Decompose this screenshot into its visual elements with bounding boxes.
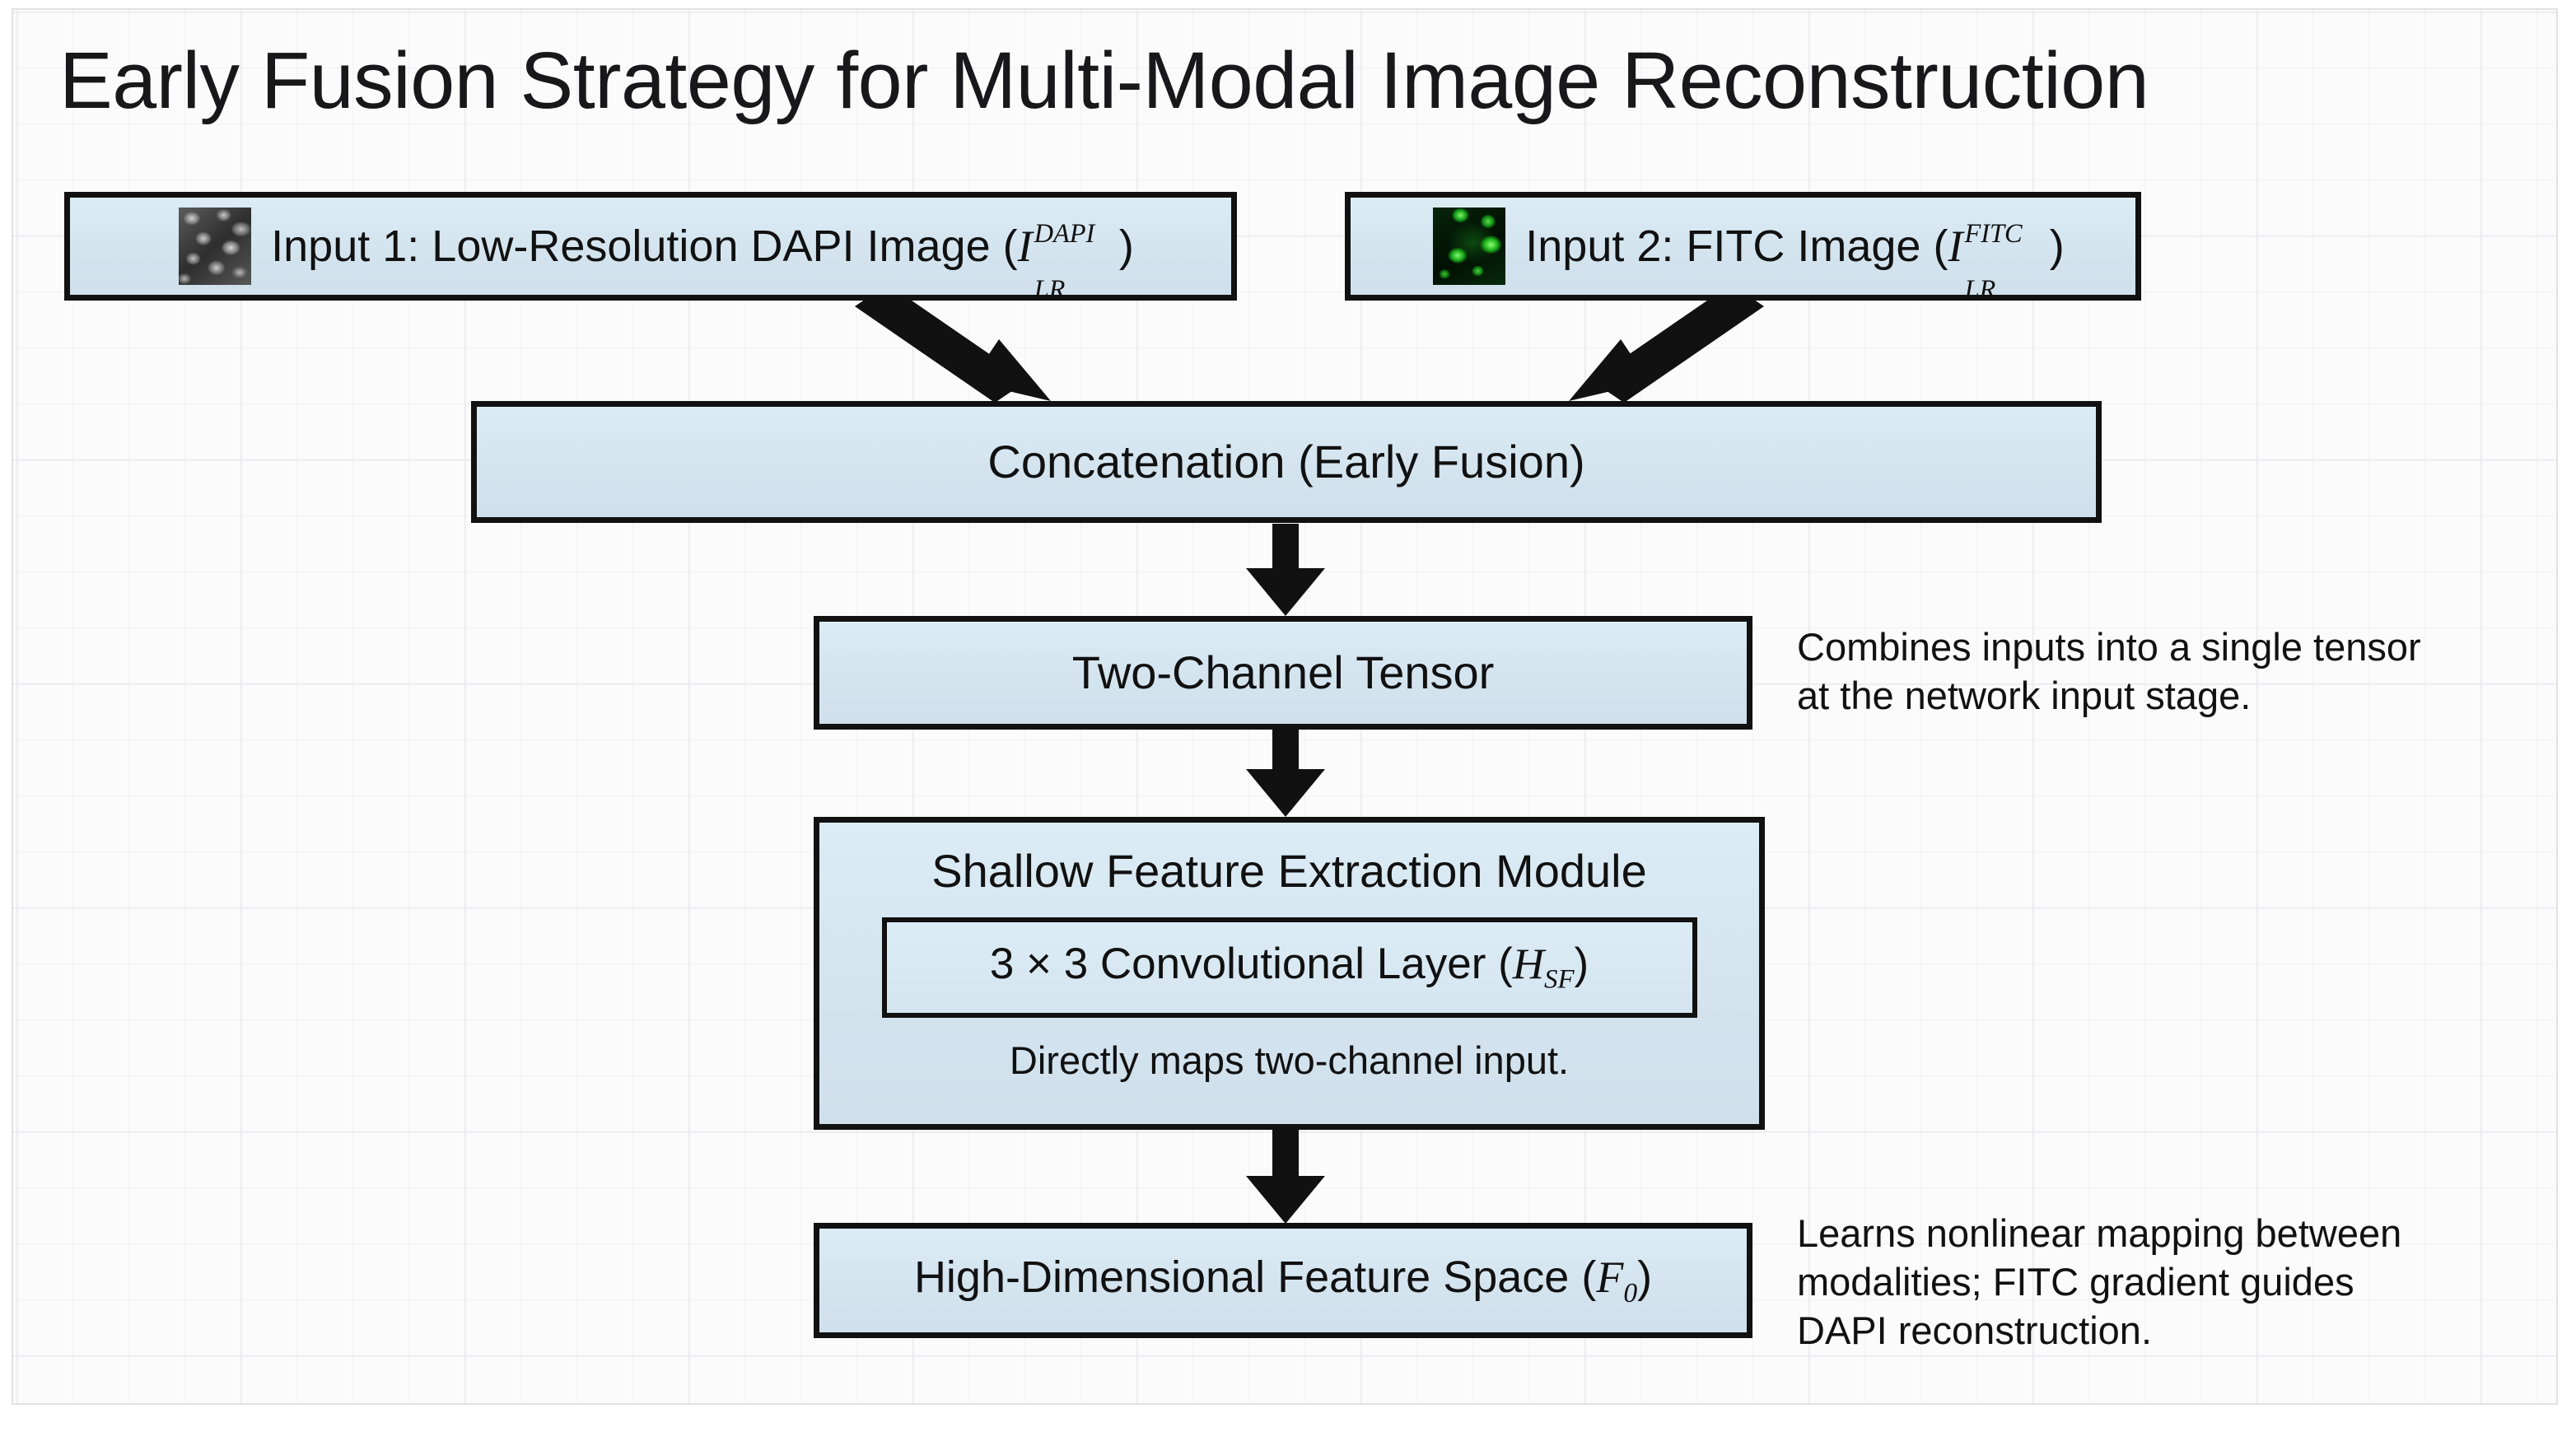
- input1-symbol-superscript: DAPI: [1034, 218, 1095, 249]
- concatenation-label: Concatenation (Early Fusion): [987, 435, 1585, 487]
- input2-symbol-subscript: LR: [1964, 274, 1996, 305]
- conv-symbol-subscript: SF: [1544, 964, 1575, 995]
- hdfs-prefix-text: High-Dimensional Feature Space (: [913, 1252, 1597, 1302]
- node-two-channel-tensor[interactable]: Two-Channel Tensor: [814, 616, 1752, 730]
- dapi-thumbnail-image: [179, 208, 252, 285]
- node-concatenation[interactable]: Concatenation (Early Fusion): [471, 401, 2102, 523]
- hdfs-label: High-Dimensional Feature Space (F0): [914, 1252, 1652, 1308]
- fitc-thumbnail-image: [1433, 208, 1506, 285]
- sfe-note-label: Directly maps two-channel input.: [1009, 1038, 1570, 1082]
- conv-layer-label: 3 × 3 Convolutional Layer (HSF): [990, 940, 1589, 995]
- hdfs-symbol-base: F: [1596, 1252, 1624, 1302]
- input1-suffix-text: ): [1118, 221, 1134, 271]
- conv-symbol-base: H: [1512, 940, 1545, 989]
- node-shallow-feature-extraction[interactable]: Shallow Feature Extraction Module 3 × 3 …: [814, 817, 1765, 1130]
- sfe-title-label: Shallow Feature Extraction Module: [931, 845, 1647, 897]
- annotation-tensor: Combines inputs into a single tensor at …: [1797, 625, 2421, 718]
- page-title: Early Fusion Strategy for Multi-Modal Im…: [59, 35, 2149, 125]
- input1-symbol-subscript: LR: [1034, 274, 1066, 305]
- two-channel-tensor-label: Two-Channel Tensor: [1071, 646, 1495, 698]
- input2-suffix-text: ): [2049, 221, 2065, 271]
- annotation-hdfs: Learns nonlinear mapping between modalit…: [1797, 1211, 2402, 1353]
- conv-suffix-text: ): [1574, 940, 1589, 989]
- input2-symbol-base: I: [1948, 221, 1963, 271]
- input1-prefix-text: Input 1: Low-Resolution DAPI Image (: [271, 221, 1018, 271]
- hdfs-suffix-text: ): [1637, 1252, 1653, 1302]
- input2-prefix-text: Input 2: FITC Image (: [1525, 221, 1948, 271]
- hdfs-symbol-subscript: 0: [1623, 1277, 1638, 1308]
- node-high-dimensional-feature-space[interactable]: High-Dimensional Feature Space (F0): [814, 1223, 1752, 1338]
- node-convolutional-layer[interactable]: 3 × 3 Convolutional Layer (HSF): [881, 917, 1697, 1018]
- conv-prefix-text: 3 × 3 Convolutional Layer (: [989, 940, 1513, 989]
- input2-symbol-superscript: FITC: [1964, 218, 2023, 249]
- input1-symbol-base: I: [1017, 221, 1033, 271]
